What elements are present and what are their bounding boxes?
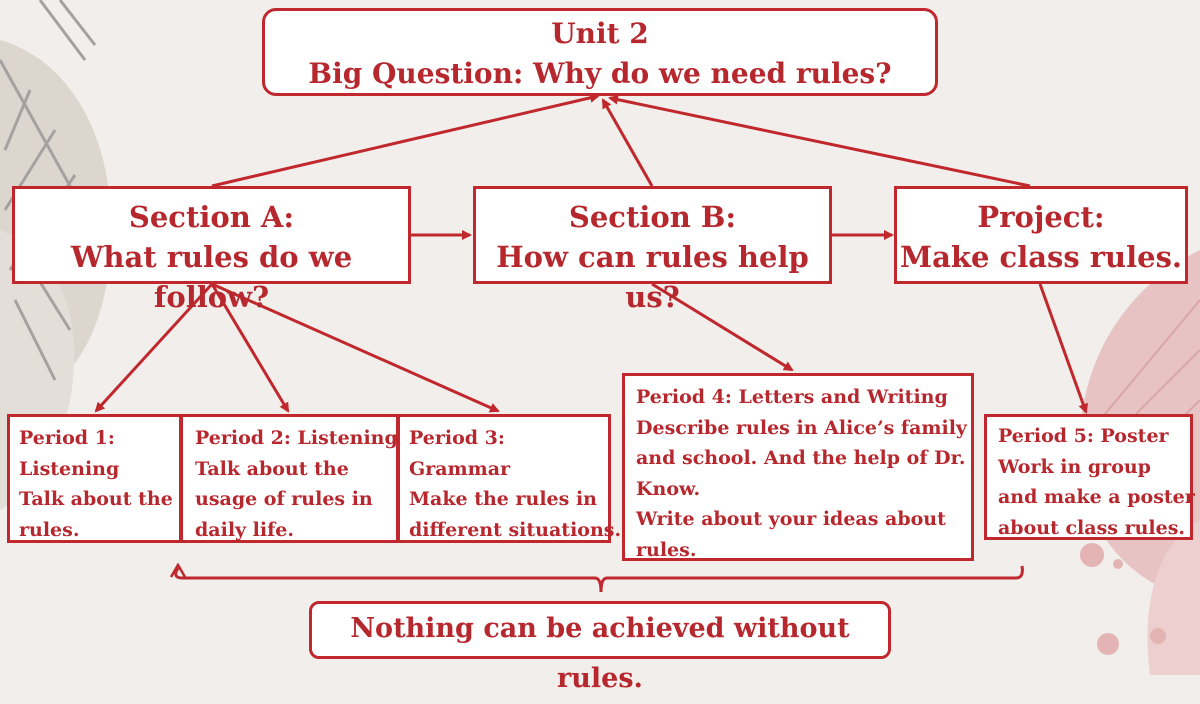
period-1-line: rules.	[19, 518, 80, 541]
background-decoration	[0, 0, 1200, 675]
period-2-box: Period 2: Listening Talk about the usage…	[180, 414, 399, 543]
period-4-line: Write about your ideas about	[636, 508, 946, 530]
period-4-line: and school. And the help of Dr.	[636, 447, 966, 469]
section-b-question: How can rules help us?	[496, 240, 809, 314]
period-2-line: daily life.	[195, 518, 294, 541]
unit-title-box: Unit 2 Big Question: Why do we need rule…	[262, 8, 938, 96]
section-a-label: Section A:	[128, 200, 295, 234]
section-a-box: Section A: What rules do we follow?	[12, 186, 411, 314]
unit-label: Unit 2	[551, 17, 649, 50]
dot-decoration	[1113, 559, 1123, 569]
period-3-line: Grammar	[409, 457, 511, 480]
project-label: Project:	[977, 200, 1105, 234]
period-3-line: different situations.	[409, 518, 622, 541]
period-5-box: Period 5: Poster Work in group and make …	[984, 414, 1195, 540]
period-1-line: Period 1:	[19, 427, 115, 449]
dot-decoration	[1080, 543, 1104, 567]
period-1-line: Listening	[19, 457, 120, 480]
period-4-line: Know.	[636, 477, 701, 500]
section-a-question: What rules do we follow?	[70, 240, 353, 314]
section-b-label: Section B:	[568, 200, 737, 234]
period-2-line: Talk about the	[195, 457, 349, 480]
period-3-line: Period 3:	[409, 427, 505, 449]
big-question: Big Question: Why do we need rules?	[308, 57, 892, 90]
period-3-box: Period 3: Grammar Make the rules in diff…	[397, 414, 622, 543]
period-1-line: Talk about the	[19, 488, 173, 510]
dot-decoration	[1150, 628, 1166, 644]
project-task: Make class rules.	[900, 240, 1182, 274]
section-b-box: Section B: How can rules help us?	[473, 186, 832, 314]
period-4-line: Describe rules in Alice’s family	[636, 416, 967, 439]
conclusion-text: Nothing can be achieved without rules.	[350, 613, 850, 694]
period-3-line: Make the rules in	[409, 488, 597, 510]
period-4-line: Period 4: Letters and Writing	[636, 386, 948, 408]
dot-decoration	[1097, 633, 1119, 655]
period-4-box: Period 4: Letters and Writing Describe r…	[622, 373, 974, 561]
period-2-line: Period 2: Listening	[195, 427, 398, 449]
period-1-box: Period 1: Listening Talk about the rules…	[7, 414, 182, 543]
period-5-line: about class rules.	[998, 516, 1186, 539]
period-5-line: Period 5: Poster	[998, 425, 1169, 447]
period-2-line: usage of rules in	[195, 488, 373, 510]
period-5-line: Work in group	[998, 455, 1151, 478]
project-box: Project: Make class rules.	[894, 186, 1188, 284]
conclusion-box: Nothing can be achieved without rules.	[309, 601, 891, 694]
period-5-line: and make a poster	[998, 486, 1195, 508]
period-4-line: rules.	[636, 538, 697, 561]
